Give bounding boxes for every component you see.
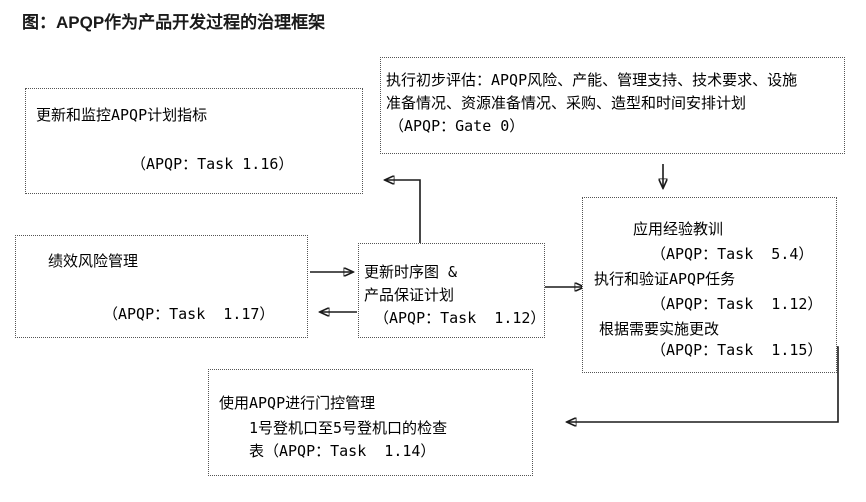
node-gate-management-text-2: 1号登机口至5号登机口的检查 [249, 419, 448, 437]
node-lessons-text-3: 根据需要实施更改 [599, 320, 720, 338]
node-gate-management-text-1: 使用APQP进行门控管理 [219, 394, 376, 412]
node-update-timing-text-2: 产品保证计划 [364, 286, 455, 304]
node-gate-management-task: 表（APQP：Task 1.14） [249, 442, 436, 460]
node-update-metrics-task: （APQP：Task 1.16） [131, 155, 294, 173]
node-lessons-task-2: （APQP：Task 1.12） [651, 295, 823, 313]
node-lessons-text-2: 执行和验证APQP任务 [594, 270, 736, 288]
diagram-title: 图：APQP作为产品开发过程的治理框架 [22, 13, 326, 32]
node-update-metrics: 更新和监控APQP计划指标 （APQP：Task 1.16） [25, 88, 363, 194]
arrow-timing-to-metrics [385, 180, 421, 243]
node-gate-management: 使用APQP进行门控管理 1号登机口至5号登机口的检查 表（APQP：Task … [208, 369, 533, 476]
node-performance-risk-text: 绩效风险管理 [48, 252, 139, 270]
node-update-timing: 更新时序图 & 产品保证计划 （APQP：Task 1.12） [358, 243, 545, 338]
node-update-timing-text-1: 更新时序图 & [364, 263, 458, 281]
node-performance-risk-task: （APQP：Task 1.17） [103, 305, 275, 323]
node-initial-assessment-gate: （APQP：Gate 0） [389, 117, 525, 135]
node-initial-assessment-text-1: 执行初步评估：APQP风险、产能、管理支持、技术要求、设施 [386, 71, 798, 89]
node-performance-risk: 绩效风险管理 （APQP：Task 1.17） [15, 235, 308, 338]
node-lessons-learned: 应用经验教训 （APQP：Task 5.4） 执行和验证APQP任务 （APQP… [582, 197, 837, 373]
node-initial-assessment: 执行初步评估：APQP风险、产能、管理支持、技术要求、设施 准备情况、资源准备情… [380, 57, 845, 154]
node-update-timing-task: （APQP：Task 1.12） [374, 309, 546, 327]
node-lessons-task-1: （APQP：Task 5.4） [651, 245, 814, 263]
node-lessons-text-1: 应用经验教训 [633, 220, 724, 238]
node-update-metrics-text: 更新和监控APQP计划指标 [36, 106, 208, 124]
node-initial-assessment-text-2: 准备情况、资源准备情况、采购、造型和时间安排计划 [386, 94, 747, 112]
node-lessons-task-3: （APQP：Task 1.15） [651, 341, 823, 359]
